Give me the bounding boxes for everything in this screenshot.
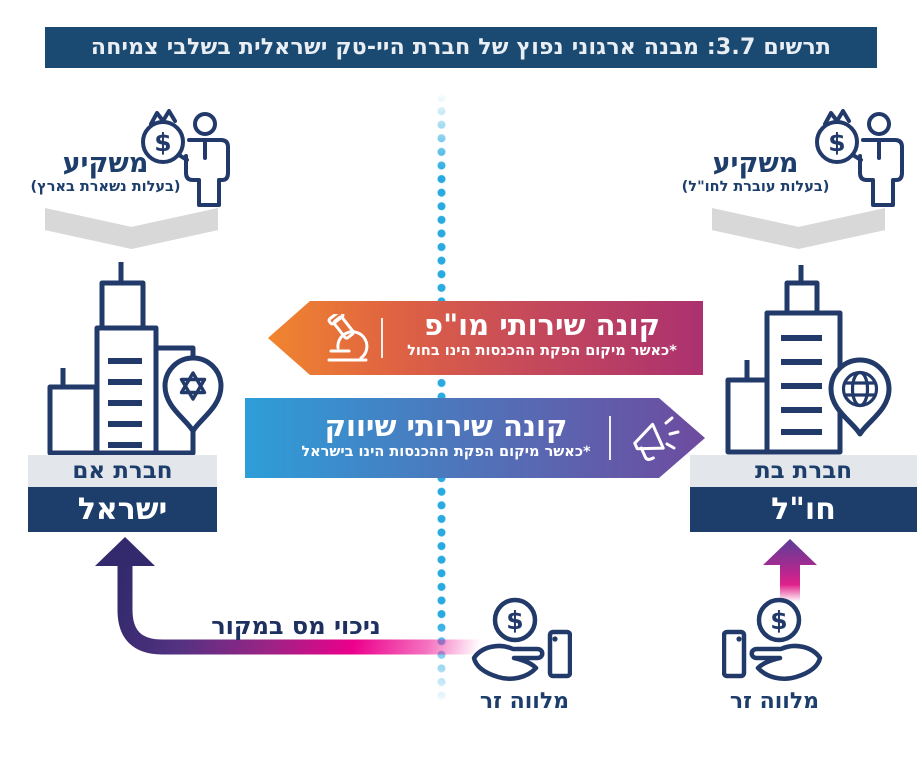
company-location-label: חו"ל — [771, 492, 836, 527]
person-arm — [177, 153, 189, 162]
company-location-bar-right: חו"ל — [690, 487, 917, 532]
company-type-label: חברת אם — [72, 458, 173, 484]
microscope-icon — [327, 314, 369, 362]
banner-text: קונה שירותי מו"פ *כאשר מיקום הפקת ההכנסו… — [396, 308, 688, 360]
main-tower — [94, 325, 159, 455]
open-hand — [749, 643, 823, 681]
company-type-bar-left: חברת אם — [28, 455, 217, 487]
small-tower — [47, 384, 99, 455]
person-body — [184, 138, 230, 207]
person-head — [867, 112, 891, 136]
company-location-label: ישראל — [77, 492, 168, 527]
banner-note: *כאשר מיקום הפקת ההכנסות הינו בישראל — [301, 444, 591, 461]
withholding-tax-arrow — [95, 537, 480, 655]
withholding-tax-label: ניכוי מס במקור — [211, 612, 381, 640]
investor-left-label: משקיע (בעלות נשארת בארץ) — [13, 150, 198, 195]
phone — [722, 629, 747, 679]
banner-note: *כאשר מיקום הפקת ההכנסות הינו בחול — [407, 343, 677, 360]
banner-label: קונה שירותי מו"פ — [424, 308, 660, 342]
investor-label: משקיע — [62, 148, 149, 179]
dollar-glyph: $ — [506, 606, 523, 635]
location-pin — [162, 355, 224, 434]
loan-up-arrow — [763, 539, 817, 601]
rnd-services-banner: קונה שירותי מו"פ *כאשר מיקום הפקת ההכנסו… — [268, 301, 703, 375]
arrow-shaft — [117, 564, 480, 655]
diagram-title: תרשים 3.7: מבנה ארגוני נפוץ של חברת היי-… — [90, 35, 832, 60]
star-of-david-icon — [179, 371, 207, 401]
phone-dot — [736, 636, 742, 642]
globe-icon — [841, 370, 879, 408]
banner-divider — [381, 318, 383, 358]
banner-text: קונה שירותי שיווק *כאשר מיקום הפקת ההכנס… — [281, 409, 611, 461]
marketing-services-banner: קונה שירותי שיווק *כאשר מיקום הפקת ההכנס… — [245, 398, 705, 478]
investor-sublabel: (בעלות עוברת לחו"ל) — [681, 178, 830, 195]
megaphone-icon — [633, 416, 680, 461]
coin — [492, 597, 538, 643]
down-arrow-right — [712, 208, 885, 249]
open-hand — [471, 643, 545, 681]
dollar-glyph: $ — [154, 128, 171, 157]
person-arm — [851, 153, 863, 162]
title-bar: תרשים 3.7: מבנה ארגוני נפוץ של חברת היי-… — [45, 27, 877, 68]
arrow-head — [763, 539, 817, 565]
tower-top — [99, 280, 146, 331]
investor-right-label: משקיע (בעלות עוברת לחו"ל) — [663, 150, 848, 195]
phone — [547, 629, 572, 679]
money-bag — [141, 120, 185, 164]
investor-label: משקיע — [712, 148, 799, 179]
banner-divider — [609, 416, 611, 460]
foreign-lender-icon: $ — [471, 597, 572, 681]
tower-top — [784, 280, 820, 316]
foreign-lender-icon: $ — [722, 597, 823, 681]
windows — [781, 335, 822, 435]
coin — [756, 597, 802, 643]
company-location-bar-left: ישראל — [28, 487, 217, 532]
company-type-bar-right: חברת בת — [690, 455, 917, 487]
small-tower — [725, 377, 770, 455]
arrow-head — [95, 537, 155, 566]
down-arrow-left — [45, 208, 218, 249]
investor-money-bag-icon: $ — [815, 109, 904, 207]
foreign-lender-label-right: מלווה זר — [729, 689, 820, 714]
arrow-shaft — [780, 563, 800, 601]
dollar-glyph: $ — [770, 606, 787, 635]
subsidiary-building-icon — [725, 265, 892, 455]
investor-sublabel: (בעלות נשארת בארץ) — [30, 178, 181, 195]
person-head — [193, 112, 217, 136]
dollar-glyph: $ — [828, 128, 845, 157]
parent-company-building-icon — [47, 262, 224, 455]
money-bag — [815, 120, 859, 164]
investor-money-bag-icon: $ — [141, 109, 230, 207]
company-type-label: חברת בת — [754, 458, 853, 484]
banner-label: קונה שירותי שיווק — [324, 409, 568, 443]
foreign-lender-label-center: מלווה זר — [479, 689, 570, 714]
windows — [108, 358, 142, 448]
person-body — [858, 138, 904, 207]
phone-dot — [552, 636, 558, 642]
